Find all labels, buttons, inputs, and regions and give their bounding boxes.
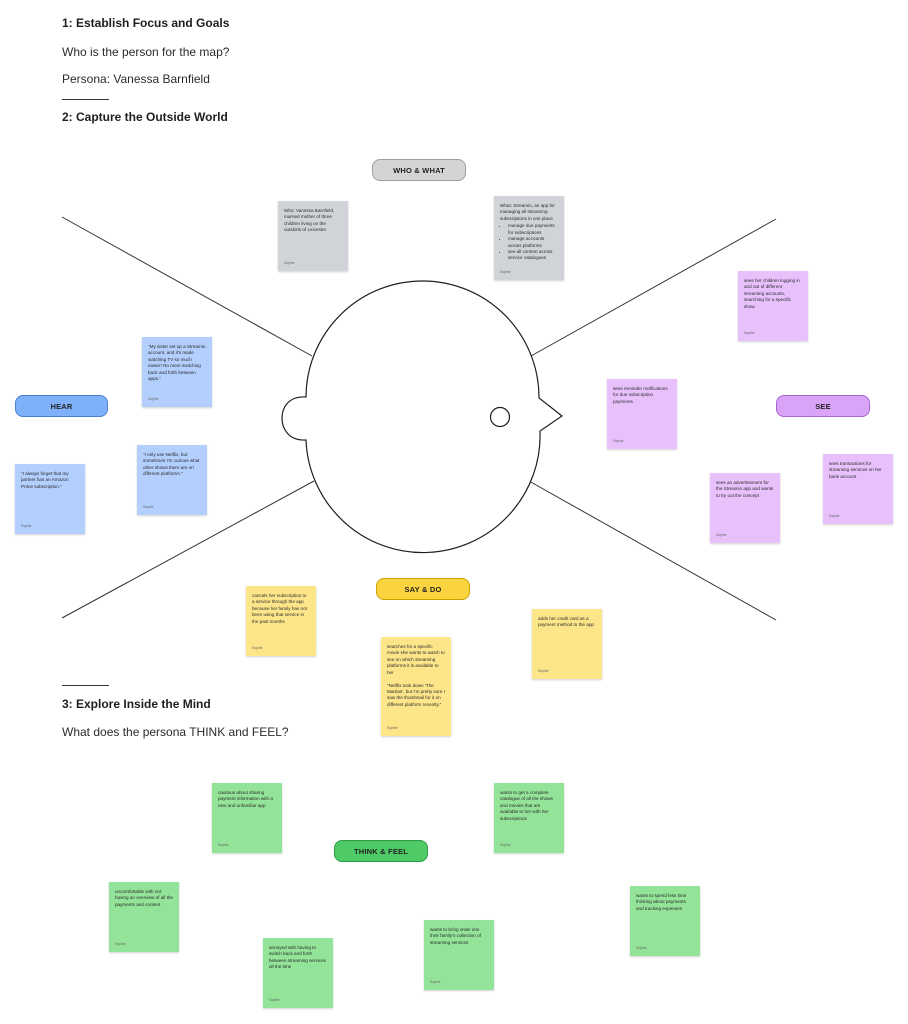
divider bbox=[62, 99, 109, 100]
sticky-note-think-4[interactable]: annoyed with having to switch back and f… bbox=[263, 938, 333, 1008]
who-what-label: WHO & WHAT bbox=[372, 159, 466, 181]
note-text: sees reminder notifications for due subs… bbox=[613, 386, 668, 404]
sticky-note-see-2[interactable]: sees reminder notifications for due subs… bbox=[607, 379, 677, 449]
note-author: Sophie bbox=[115, 942, 126, 947]
note-text: sees an advertisement for the Streamio a… bbox=[716, 480, 774, 498]
think-feel-label: THINK & FEEL bbox=[334, 840, 428, 862]
section-1-question: Who is the person for the map? bbox=[62, 45, 230, 59]
note-text: searches for a specific movie she wants … bbox=[387, 644, 445, 707]
note-author: Sophie bbox=[716, 533, 727, 538]
hear-label: HEAR bbox=[15, 395, 108, 417]
sticky-note-hear-2[interactable]: "I only use Netflix, but sometimes I'm c… bbox=[137, 445, 207, 515]
note-author: Sophie bbox=[21, 524, 32, 529]
section-3-question: What does the persona THINK and FEEL? bbox=[62, 725, 289, 739]
sticky-note-think-6[interactable]: wants to spend less time thinking about … bbox=[630, 886, 700, 956]
line-bottom-right bbox=[528, 480, 777, 621]
note-text: cautious about sharing payment informati… bbox=[218, 790, 273, 808]
eye-icon bbox=[489, 406, 511, 428]
head-shape bbox=[281, 280, 564, 554]
note-text: sees her children logging in and out of … bbox=[744, 278, 800, 309]
note-text: wants to bring order into their family's… bbox=[430, 927, 481, 945]
section-2-title: 2: Capture the Outside World bbox=[62, 110, 228, 124]
note-author: Sophie bbox=[218, 843, 229, 848]
sticky-note-see-3[interactable]: sees an advertisement for the Streamio a… bbox=[710, 473, 780, 543]
note-author: Sophie bbox=[430, 980, 441, 985]
sticky-note-see-4[interactable]: sees transactions for streaming services… bbox=[823, 454, 893, 524]
note-text: Who: Vanessa Barnfield, married mother o… bbox=[284, 208, 335, 233]
sticky-note-hear-1[interactable]: "My sister set up a Streamio account, an… bbox=[142, 337, 212, 407]
divider bbox=[62, 685, 109, 686]
note-text: uncomfortable with not having an overvie… bbox=[115, 889, 173, 907]
note-text: adds her credit card as a payment method… bbox=[538, 616, 594, 628]
note-text: "I always forget that my partner has an … bbox=[21, 471, 69, 489]
note-author: Sophie bbox=[636, 946, 647, 951]
note-bullet: manage due payments for subscriptions bbox=[508, 223, 558, 236]
note-author: Sophie bbox=[143, 505, 154, 510]
note-author: Sophie bbox=[500, 270, 511, 275]
note-author: Sophie bbox=[284, 261, 295, 266]
sticky-note-think-5[interactable]: wants to bring order into their family's… bbox=[424, 920, 494, 990]
note-text: annoyed with having to switch back and f… bbox=[269, 945, 326, 970]
line-top-right bbox=[530, 218, 777, 357]
sticky-note-who[interactable]: Who: Vanessa Barnfield, married mother o… bbox=[278, 201, 348, 271]
sticky-note-think-3[interactable]: uncomfortable with not having an overvie… bbox=[109, 882, 179, 952]
note-text: wants to spend less time thinking about … bbox=[636, 893, 687, 911]
section-3-title: 3: Explore Inside the Mind bbox=[62, 697, 211, 711]
line-top-left bbox=[61, 216, 313, 357]
note-text: cancels her subscription to a service th… bbox=[252, 593, 307, 624]
note-text: sees transactions for streaming services… bbox=[829, 461, 882, 479]
note-bullet: see all content across service catalogue… bbox=[508, 249, 558, 262]
note-bullet-list: manage due payments for subscriptions ma… bbox=[500, 223, 558, 262]
section-1-title: 1: Establish Focus and Goals bbox=[62, 16, 230, 30]
note-text: wants to get a complete catalogue of all… bbox=[500, 790, 553, 821]
sticky-note-think-2[interactable]: wants to get a complete catalogue of all… bbox=[494, 783, 564, 853]
sticky-note-say-3[interactable]: adds her credit card as a payment method… bbox=[532, 609, 602, 679]
note-author: Sophie bbox=[387, 726, 398, 731]
note-author: Sophie bbox=[613, 439, 624, 444]
line-bottom-left bbox=[61, 480, 315, 619]
note-text: What: Streamio, an app for managing all … bbox=[500, 203, 555, 221]
sticky-note-what[interactable]: What: Streamio, an app for managing all … bbox=[494, 196, 564, 280]
note-text: "I only use Netflix, but sometimes I'm c… bbox=[143, 452, 200, 477]
sticky-note-say-2[interactable]: searches for a specific movie she wants … bbox=[381, 637, 451, 736]
persona-name: Persona: Vanessa Barnfield bbox=[62, 72, 210, 86]
sticky-note-say-1[interactable]: cancels her subscription to a service th… bbox=[246, 586, 316, 656]
note-text: "My sister set up a Streamio account, an… bbox=[148, 344, 206, 382]
note-author: Sophie bbox=[829, 514, 840, 519]
see-label: SEE bbox=[776, 395, 870, 417]
note-bullet: manage accounts across platforms bbox=[508, 236, 558, 249]
note-author: Sophie bbox=[252, 646, 263, 651]
sticky-note-think-1[interactable]: cautious about sharing payment informati… bbox=[212, 783, 282, 853]
say-do-label: SAY & DO bbox=[376, 578, 470, 600]
quadrant-lines bbox=[61, 216, 777, 621]
note-author: Sophie bbox=[500, 843, 511, 848]
sticky-note-hear-3[interactable]: "I always forget that my partner has an … bbox=[15, 464, 85, 534]
note-author: Sophie bbox=[744, 331, 755, 336]
sticky-note-see-1[interactable]: sees her children logging in and out of … bbox=[738, 271, 808, 341]
note-author: Sophie bbox=[148, 397, 159, 402]
note-author: Sophie bbox=[269, 998, 280, 1003]
note-author: Sophie bbox=[538, 669, 549, 674]
